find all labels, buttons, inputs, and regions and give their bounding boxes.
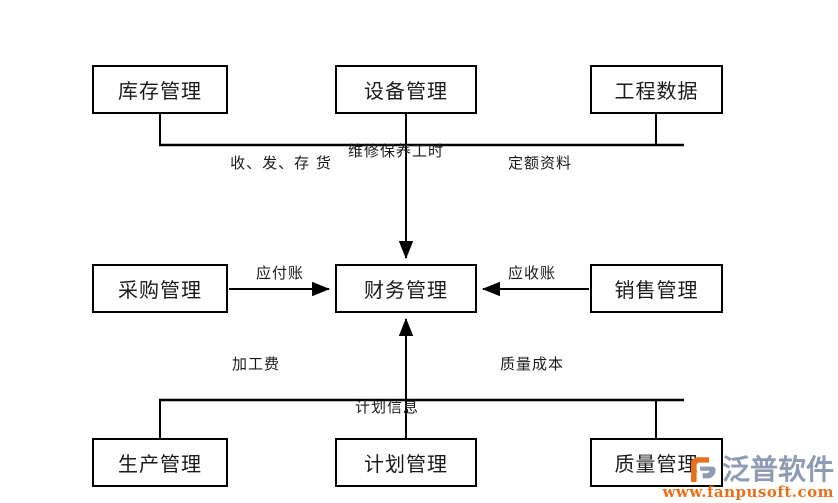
node-inventory[interactable]: 库存管理 bbox=[92, 65, 228, 114]
watermark-brand-text: 泛普软件 bbox=[721, 453, 834, 486]
node-engineering-data[interactable]: 工程数据 bbox=[590, 65, 723, 114]
node-label: 工程数据 bbox=[614, 79, 699, 103]
edge-label-accounts-payable: 应付账 bbox=[256, 264, 305, 282]
edge-label-maintenance-hours: 维修保养工时 bbox=[348, 142, 445, 160]
node-production[interactable]: 生产管理 bbox=[92, 438, 228, 487]
edge-label-receive-issue-stock: 收、发、存 货 bbox=[230, 154, 332, 172]
node-label: 生产管理 bbox=[118, 452, 202, 476]
node-purchasing[interactable]: 采购管理 bbox=[92, 264, 228, 313]
node-label: 采购管理 bbox=[118, 278, 202, 302]
node-sales[interactable]: 销售管理 bbox=[590, 264, 723, 313]
node-label: 设备管理 bbox=[364, 79, 448, 103]
node-label: 库存管理 bbox=[118, 79, 202, 103]
node-label: 销售管理 bbox=[614, 278, 699, 302]
edge-label-processing-fee: 加工费 bbox=[232, 355, 281, 373]
edge-label-plan-info: 计划信息 bbox=[355, 398, 420, 416]
node-planning[interactable]: 计划管理 bbox=[335, 438, 477, 487]
node-finance[interactable]: 财务管理 bbox=[335, 264, 477, 313]
edge-label-accounts-receivable: 应收账 bbox=[508, 264, 557, 282]
node-label: 财务管理 bbox=[364, 278, 448, 302]
node-quality[interactable]: 质量管理 bbox=[590, 438, 723, 487]
node-label: 质量管理 bbox=[614, 452, 699, 476]
node-label: 计划管理 bbox=[364, 452, 448, 476]
node-equipment[interactable]: 设备管理 bbox=[335, 65, 477, 114]
edge-label-quota-data: 定额资料 bbox=[508, 154, 573, 172]
edge-label-quality-cost: 质量成本 bbox=[500, 355, 565, 373]
